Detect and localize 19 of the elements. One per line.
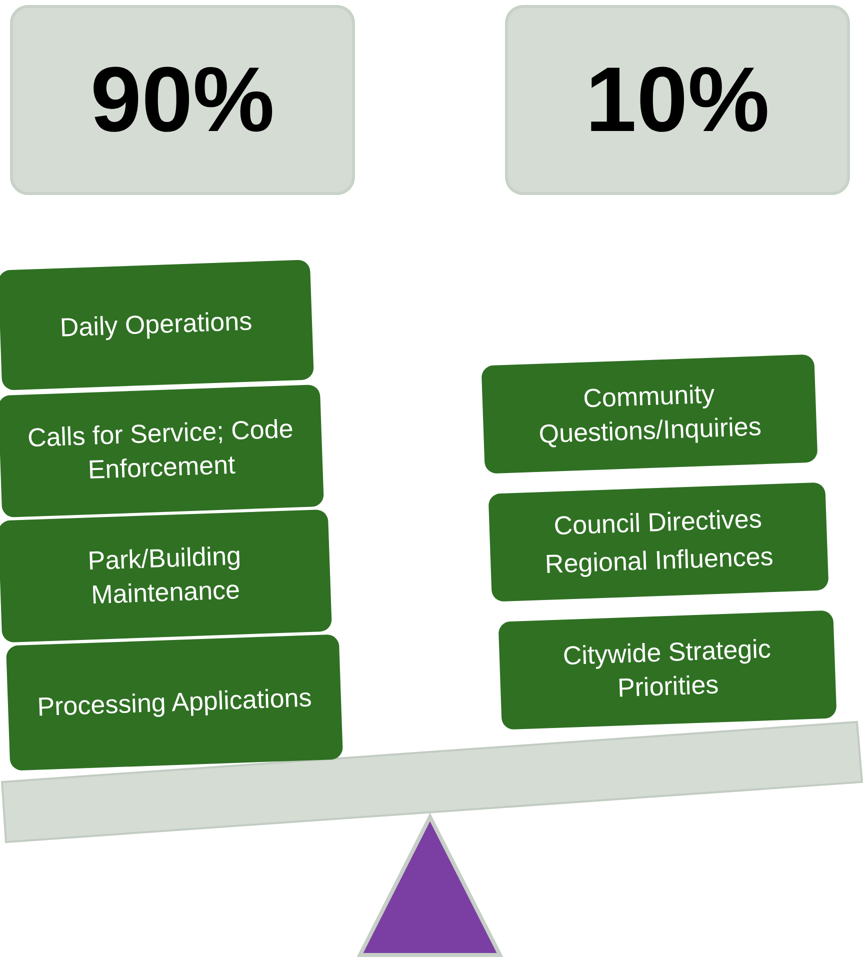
task-text: Processing Applications <box>36 680 312 724</box>
scale-beam <box>0 720 863 844</box>
percentage-box <box>10 5 355 195</box>
task-box <box>498 610 837 730</box>
task-box <box>0 384 324 518</box>
percentage-text: 90% <box>90 48 275 152</box>
fulcrum-triangle <box>356 812 504 957</box>
task-box <box>0 260 314 390</box>
task-text: Calls for Service; Code Enforcement <box>26 412 295 487</box>
percentage-text: 10% <box>585 48 770 152</box>
task-text: Park/Building Maintenance <box>86 540 242 612</box>
task-text: Citywide Strategic Priorities <box>561 632 772 705</box>
task-box <box>0 509 332 643</box>
task-text: Council Directives <box>553 502 762 543</box>
task-box <box>6 634 344 771</box>
task-text: Regional Influences <box>544 540 774 581</box>
percentage-box <box>505 5 850 195</box>
task-text: Daily Operations <box>59 304 253 344</box>
task-text: Community Questions/Inquiries <box>537 378 763 451</box>
